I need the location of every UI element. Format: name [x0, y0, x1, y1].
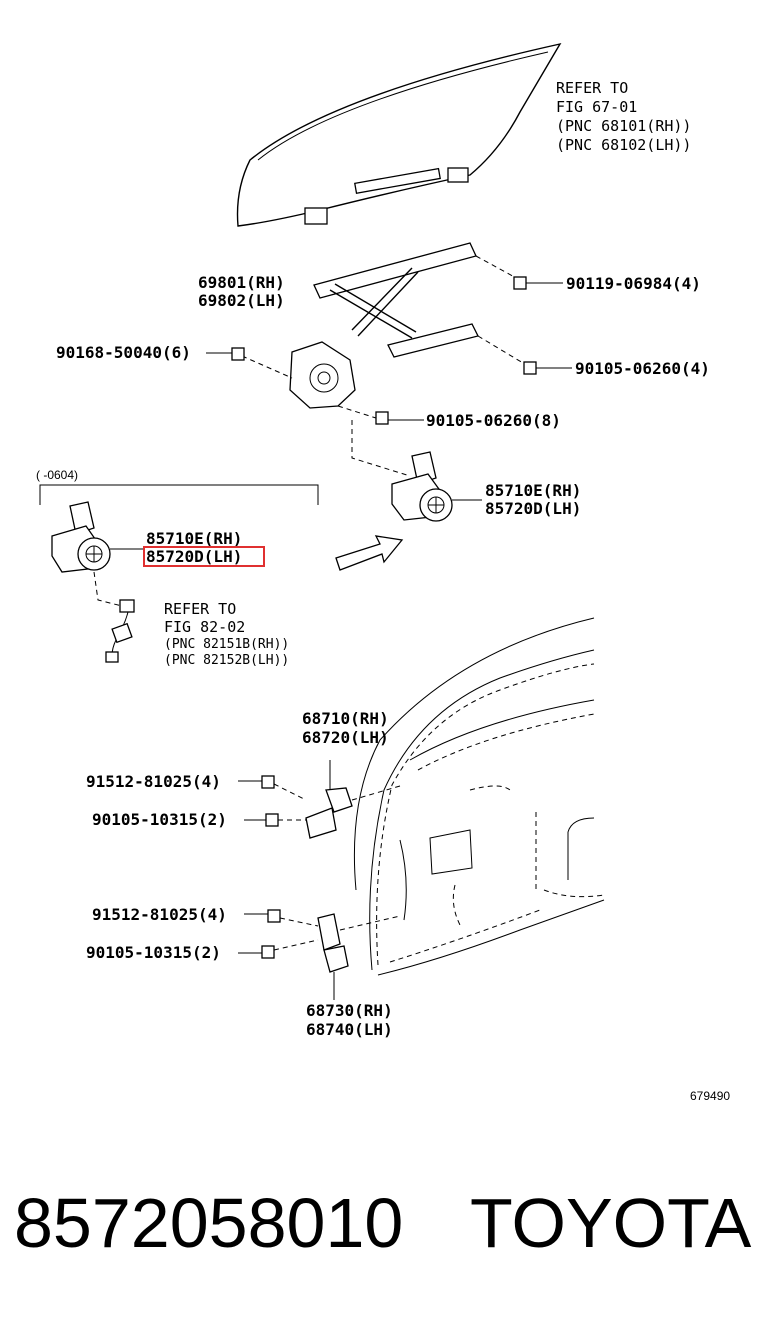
- svg-text:68740(LH): 68740(LH): [306, 1020, 393, 1039]
- bolt-90105-4-label: 90105-06260(4): [575, 359, 710, 378]
- motor-new: [391, 451, 453, 522]
- svg-text:FIG 67-01: FIG 67-01: [556, 98, 637, 116]
- svg-text:(PNC 68101(RH)): (PNC 68101(RH)): [556, 117, 691, 135]
- lower-bolt-a-label: 91512-81025(4): [92, 905, 227, 924]
- svg-text:68720(LH): 68720(LH): [302, 728, 389, 747]
- hinge-upper-label: 68710(RH) 68720(LH): [302, 709, 389, 747]
- upper-bolt-a-label: 91512-81025(4): [86, 772, 221, 791]
- bolt-90105-8-label: 90105-06260(8): [426, 411, 561, 430]
- lower-hinge: [317, 913, 349, 1000]
- svg-text:(PNC 82151B(RH)): (PNC 82151B(RH)): [164, 637, 289, 652]
- bolt-90105-4-icon: [523, 361, 537, 375]
- upper-bolt-b-icon: [265, 813, 279, 827]
- refer-wire-text: REFER TO FIG 82-02 (PNC 82151B(RH)) (PNC…: [164, 600, 289, 668]
- upper-hinge: [305, 760, 353, 839]
- svg-text:68710(RH): 68710(RH): [302, 709, 389, 728]
- lower-bolt-a-icon: [267, 909, 281, 923]
- svg-text:69801(RH): 69801(RH): [198, 273, 285, 292]
- window-regulator: [289, 242, 479, 409]
- svg-text:85720D(LH): 85720D(LH): [146, 547, 242, 566]
- upper-bolt-b-label: 90105-10315(2): [92, 810, 227, 829]
- door-opening-body: [353, 617, 605, 976]
- motor-old-label: 85710E(RH) 85720D(LH): [146, 529, 242, 566]
- regulator-label: 69801(RH) 69802(LH): [198, 273, 285, 310]
- hinge-lower-label: 68730(RH) 68740(LH): [306, 1001, 393, 1039]
- part-number: 8572058010: [14, 1184, 404, 1262]
- refer-glass-text: REFER TO FIG 67-01 (PNC 68101(RH)) (PNC …: [556, 79, 691, 154]
- bolt-90168-label: 90168-50040(6): [56, 343, 191, 362]
- svg-text:68730(RH): 68730(RH): [306, 1001, 393, 1020]
- svg-text:(PNC 82152B(LH)): (PNC 82152B(LH)): [164, 653, 289, 668]
- wire-harness: [105, 599, 135, 663]
- svg-text:( -0604): ( -0604): [36, 468, 78, 482]
- bolt-90119-label: 90119-06984(4): [566, 274, 701, 293]
- svg-text:85710E(RH): 85710E(RH): [146, 529, 242, 548]
- motor-new-label: 85710E(RH) 85720D(LH): [485, 481, 581, 518]
- svg-text:85710E(RH): 85710E(RH): [485, 481, 581, 500]
- figure-number: 679490: [690, 1089, 730, 1103]
- svg-text:85720D(LH): 85720D(LH): [485, 499, 581, 518]
- parts-diagram: REFER TO FIG 67-01 (PNC 68101(RH)) (PNC …: [36, 42, 730, 1103]
- arrow-right-icon: [335, 535, 404, 571]
- bolt-90168-icon: [231, 347, 245, 361]
- motor-old: [51, 501, 111, 573]
- svg-text:69802(LH): 69802(LH): [198, 291, 285, 310]
- highlight-box: [143, 546, 265, 567]
- svg-text:(PNC 68102(LH)): (PNC 68102(LH)): [556, 136, 691, 154]
- door-glass: [236, 42, 562, 227]
- upper-bolt-a-icon: [261, 775, 275, 789]
- brand-name: TOYOTA: [470, 1184, 752, 1262]
- bolt-90119-icon: [513, 276, 527, 290]
- lower-bolt-b-label: 90105-10315(2): [86, 943, 221, 962]
- svg-text:REFER TO: REFER TO: [164, 600, 236, 618]
- svg-text:REFER TO: REFER TO: [556, 79, 628, 97]
- date-range-bracket: ( -0604): [36, 468, 319, 505]
- bolt-90105-8-icon: [375, 411, 389, 425]
- lower-bolt-b-icon: [261, 945, 275, 959]
- svg-text:FIG 82-02: FIG 82-02: [164, 618, 245, 636]
